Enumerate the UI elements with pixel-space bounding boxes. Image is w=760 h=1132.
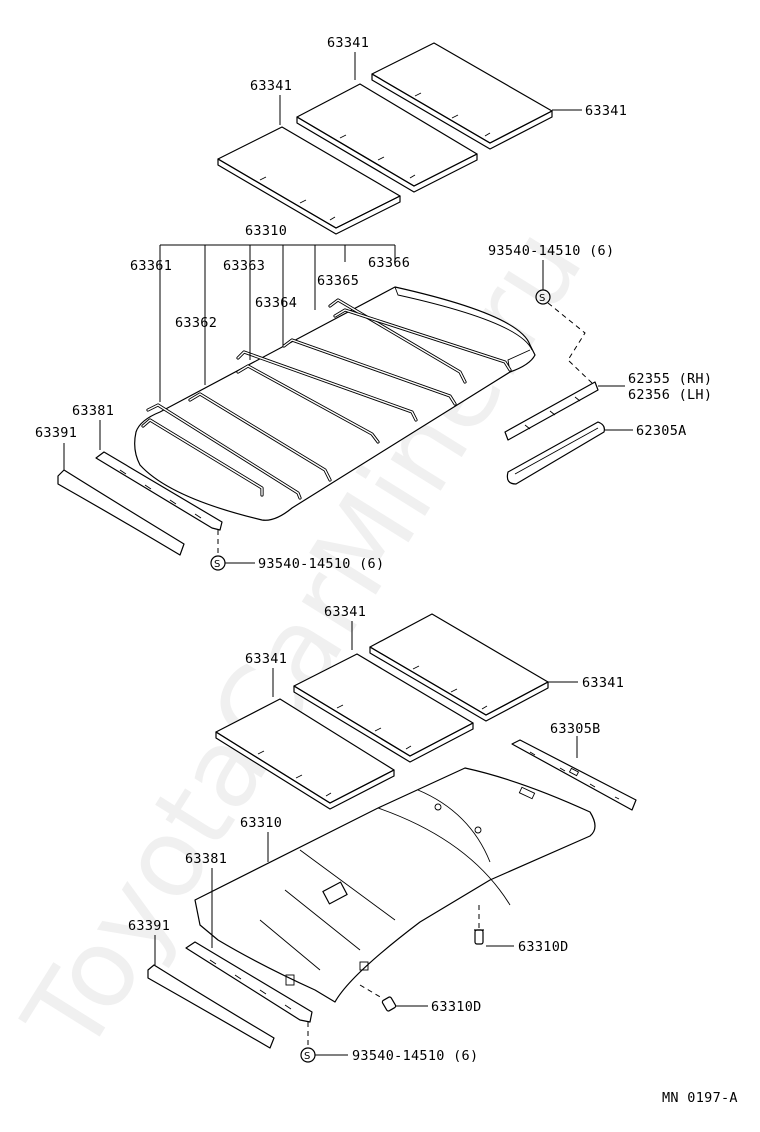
- lower-clip-right: [474, 929, 484, 945]
- upper-retainer-label-lh: 62356 (LH): [628, 387, 712, 403]
- upper-rear-retainer: [504, 381, 599, 441]
- upper-headlining: [134, 286, 536, 521]
- upper-leader-lines: [63, 52, 633, 564]
- upper-assembly: S S 63341: [35, 35, 712, 572]
- lower-rear-garnish: [511, 739, 637, 811]
- lower-front-garnish: [147, 964, 275, 1049]
- upper-pad-middle: [296, 83, 478, 193]
- upper-pad-right: [371, 42, 553, 150]
- upper-rear-garnish: [506, 421, 605, 485]
- upper-retainer-label-rh: 62355 (RH): [628, 371, 712, 387]
- lower-pad-label-left: 63341: [245, 651, 287, 667]
- upper-wire-label-5: 63365: [317, 273, 359, 289]
- upper-clip-bolt-label: 93540-14510 (6): [488, 243, 614, 259]
- upper-wire-label-6: 63366: [368, 255, 410, 271]
- upper-pad-label-left: 63341: [250, 78, 292, 94]
- upper-pad-left: [217, 126, 401, 235]
- upper-front-bolt-label: 93540-14510 (6): [258, 556, 384, 572]
- upper-front-retainer: [95, 451, 223, 531]
- upper-pad-label-top: 63341: [327, 35, 369, 51]
- lower-clip-label-front: 63310D: [431, 999, 482, 1015]
- upper-wire-label-2: 63362: [175, 315, 217, 331]
- lower-headlining: [194, 767, 596, 1003]
- lower-garnish-label: 63305B: [550, 721, 601, 737]
- upper-pad-label-right: 63341: [585, 103, 627, 119]
- upper-garnish-label: 62305A: [636, 423, 687, 439]
- upper-wire-label-1: 63361: [130, 258, 172, 274]
- lower-pad-left: [215, 698, 395, 810]
- lower-pad-label-right: 63341: [582, 675, 624, 691]
- lower-front-retainer: [185, 941, 313, 1023]
- upper-front-garnish-label: 63391: [35, 425, 77, 441]
- lower-pad-middle: [293, 653, 474, 763]
- lower-assembly: S 63341 63341 63341 63305B 63310 63381 6…: [128, 604, 637, 1064]
- svg-text:S: S: [304, 1051, 310, 1062]
- lower-front-screw-symbol: S: [300, 1047, 316, 1063]
- upper-wire-label-3: 63363: [223, 258, 265, 274]
- upper-front-garnish: [57, 469, 185, 556]
- svg-text:S: S: [539, 293, 545, 304]
- lower-front-garnish-label: 63391: [128, 918, 170, 934]
- lower-front-bolt-label: 93540-14510 (6): [352, 1048, 478, 1064]
- lower-leader-lines: [154, 621, 578, 1056]
- upper-front-screw-symbol: S: [210, 555, 226, 571]
- lower-headlining-label: 63310: [240, 815, 282, 831]
- upper-front-retainer-label: 63381: [72, 403, 114, 419]
- lower-pad-label-top: 63341: [324, 604, 366, 620]
- lower-clip-label-right: 63310D: [518, 939, 569, 955]
- svg-text:S: S: [214, 559, 220, 570]
- lower-front-retainer-label: 63381: [185, 851, 227, 867]
- upper-headlining-label: 63310: [245, 223, 287, 239]
- upper-support-wires: [141, 298, 512, 500]
- upper-wire-label-4: 63364: [255, 295, 297, 311]
- lower-pad-right: [369, 613, 549, 722]
- diagram-code: MN 0197-A: [662, 1090, 738, 1106]
- lower-clip-front: [381, 996, 397, 1012]
